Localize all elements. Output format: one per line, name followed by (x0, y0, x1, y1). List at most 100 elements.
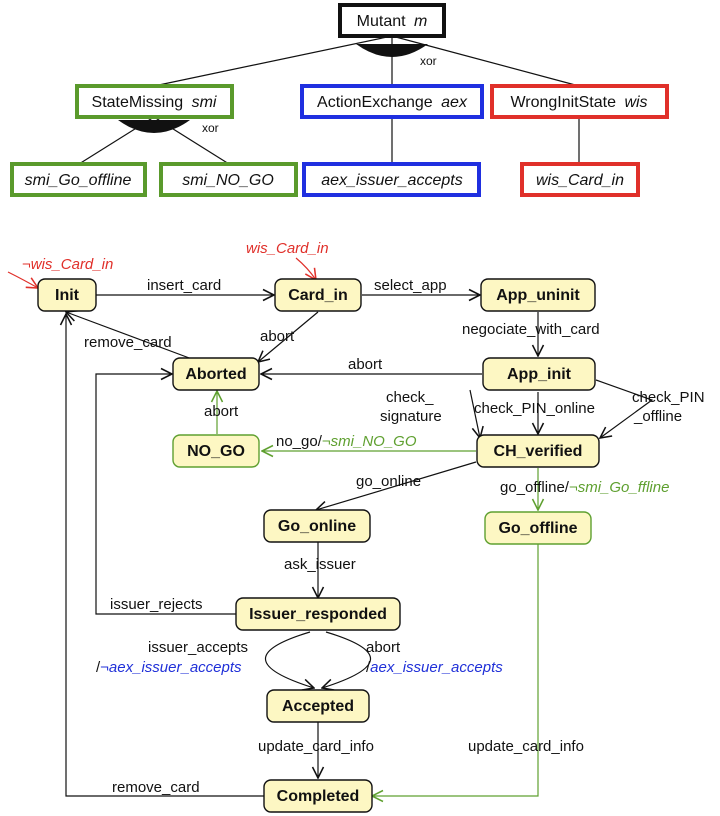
label-check-signature-2: signature (380, 408, 442, 425)
label-issuer-accepts-guard: /¬aex_issuer_accepts (96, 659, 242, 676)
initial-arrow-init (7, 271, 38, 288)
svg-text:Go_offline: Go_offline (498, 520, 577, 537)
xor-label-smi: xor (202, 121, 219, 135)
feature-wrong-init-state[interactable]: WrongInitState wis (490, 84, 669, 119)
feature-smi-go-offline[interactable]: smi_Go_offline (10, 162, 147, 197)
svg-text:Card_in: Card_in (288, 287, 348, 304)
label-abort-guard: /aex_issuer_accepts (366, 659, 503, 676)
state-completed[interactable]: Completed (263, 779, 373, 813)
svg-text:ActionExchange aex: ActionExchange aex (317, 94, 468, 111)
svg-text:wis_Card_in: wis_Card_in (536, 172, 624, 189)
svg-text:CH_verified: CH_verified (494, 443, 583, 460)
edge-remove-card-2 (66, 314, 264, 797)
state-ch-verified[interactable]: CH_verified (476, 434, 600, 468)
label-insert-card: insert_card (147, 277, 221, 294)
initial-arrow-card-in (295, 257, 316, 280)
feature-var: aex (441, 94, 468, 111)
label-abort-guard-text: aex_issuer_accepts (370, 659, 503, 676)
label-not-wis-card-in: ¬wis_Card_in (22, 256, 113, 273)
state-accepted[interactable]: Accepted (266, 689, 370, 723)
feature-name: StateMissing (92, 94, 184, 111)
label-update-card-info-2: update_card_info (468, 738, 584, 755)
label-go-online: go_online (356, 473, 421, 490)
label-update-card-info-1: update_card_info (258, 738, 374, 755)
feature-var: m (414, 13, 427, 30)
label-no-go-action: no_go/ (276, 433, 323, 450)
feature-model: xor Mutant m xor StateMissing smi (10, 3, 669, 197)
label-go-offline-guard: ¬smi_Go_ffline (569, 479, 669, 496)
transition-labels: ¬wis_Card_in wis_Card_in insert_card sel… (22, 240, 705, 796)
svg-text:StateMissing smi: StateMissing smi (92, 94, 217, 111)
label-check-pin-online: check_PIN_online (474, 400, 595, 417)
label-negociate: negociate_with_card (462, 321, 600, 338)
label-issuer-accepts: issuer_accepts (148, 639, 248, 656)
label-wis-card-in: wis_Card_in (246, 240, 329, 257)
feature-var: wis (624, 94, 647, 111)
edge-go-online (316, 461, 477, 510)
svg-text:App_init: App_init (507, 366, 572, 383)
svg-text:Accepted: Accepted (282, 698, 354, 715)
feature-smi-no-go[interactable]: smi_NO_GO (159, 162, 298, 197)
feature-state-missing[interactable]: StateMissing smi (75, 84, 234, 119)
state-app-init[interactable]: App_init (482, 357, 596, 391)
feature-wis-card-in[interactable]: wis_Card_in (520, 162, 640, 197)
svg-text:Issuer_responded: Issuer_responded (249, 606, 387, 623)
svg-text:App_uninit: App_uninit (496, 287, 580, 304)
label-ask-issuer: ask_issuer (284, 556, 356, 573)
state-card-in[interactable]: Card_in (274, 278, 362, 312)
svg-text:aex_issuer_accepts: aex_issuer_accepts (321, 172, 462, 189)
label-abort-slash: / (366, 659, 371, 676)
label-no-go: no_go/¬smi_NO_GO (276, 433, 417, 450)
transitions (7, 257, 654, 797)
label-check-pin-offline-1: check_PIN (632, 389, 705, 406)
feature-name: Mutant (357, 13, 406, 30)
state-issuer-responded[interactable]: Issuer_responded (235, 597, 401, 631)
feature-aex-issuer-accepts[interactable]: aex_issuer_accepts (302, 162, 481, 197)
edge-check-signature-path (469, 389, 480, 438)
state-aborted[interactable]: Aborted (172, 357, 260, 391)
states: Init Card_in App_uninit Aborted App_init… (37, 278, 600, 813)
label-abort-card-in: abort (260, 328, 295, 345)
label-check-pin-offline-2: _offline (633, 408, 682, 425)
state-go-online[interactable]: Go_online (263, 509, 371, 543)
state-app-uninit[interactable]: App_uninit (480, 278, 596, 312)
xor-label-root: xor (420, 54, 437, 68)
label-issuer-accepts-guard-text: ¬aex_issuer_accepts (100, 659, 242, 676)
label-check-signature-1: check_ (386, 389, 434, 406)
svg-text:smi_NO_GO: smi_NO_GO (182, 172, 274, 189)
svg-text:WrongInitState wis: WrongInitState wis (510, 94, 647, 111)
svg-text:smi_Go_offline: smi_Go_offline (25, 172, 132, 189)
edge-abort-issuer (322, 631, 371, 688)
edge-check-pin-offline (595, 379, 654, 438)
label-select-app: select_app (374, 277, 447, 294)
svg-text:NO_GO: NO_GO (187, 443, 245, 460)
state-init[interactable]: Init (37, 278, 97, 312)
label-issuer-accepts-slash: / (96, 659, 101, 676)
label-abort-app-init: abort (348, 356, 383, 373)
label-issuer-rejects: issuer_rejects (110, 596, 203, 613)
edge-remove-card-1 (66, 312, 201, 363)
label-abort-issuer: abort (366, 639, 401, 656)
svg-text:Aborted: Aborted (185, 366, 246, 383)
svg-text:Mutant m: Mutant m (357, 13, 428, 30)
svg-text:Go_online: Go_online (278, 518, 356, 535)
edge-issuer-accepts (265, 631, 314, 688)
xor-arc-smi (118, 120, 190, 133)
feature-mutant[interactable]: Mutant m (338, 3, 446, 38)
svg-text:Init: Init (55, 287, 80, 304)
feature-name: WrongInitState (510, 94, 616, 111)
label-go-offline: go_offline/¬smi_Go_ffline (500, 479, 669, 496)
label-remove-card-1: remove_card (84, 334, 172, 351)
edge-abort-card-in (258, 311, 319, 362)
state-go-offline[interactable]: Go_offline (484, 511, 592, 545)
label-remove-card-2: remove_card (112, 779, 200, 796)
feature-var: smi (192, 94, 217, 111)
feature-action-exchange[interactable]: ActionExchange aex (300, 84, 484, 119)
label-go-offline-action: go_offline/ (500, 479, 570, 496)
svg-text:Completed: Completed (277, 788, 360, 805)
feature-name: ActionExchange (317, 94, 433, 111)
edge-update-card-info-2 (372, 544, 539, 796)
label-no-go-guard: ¬smi_NO_GO (322, 433, 417, 450)
state-no-go[interactable]: NO_GO (172, 434, 260, 468)
